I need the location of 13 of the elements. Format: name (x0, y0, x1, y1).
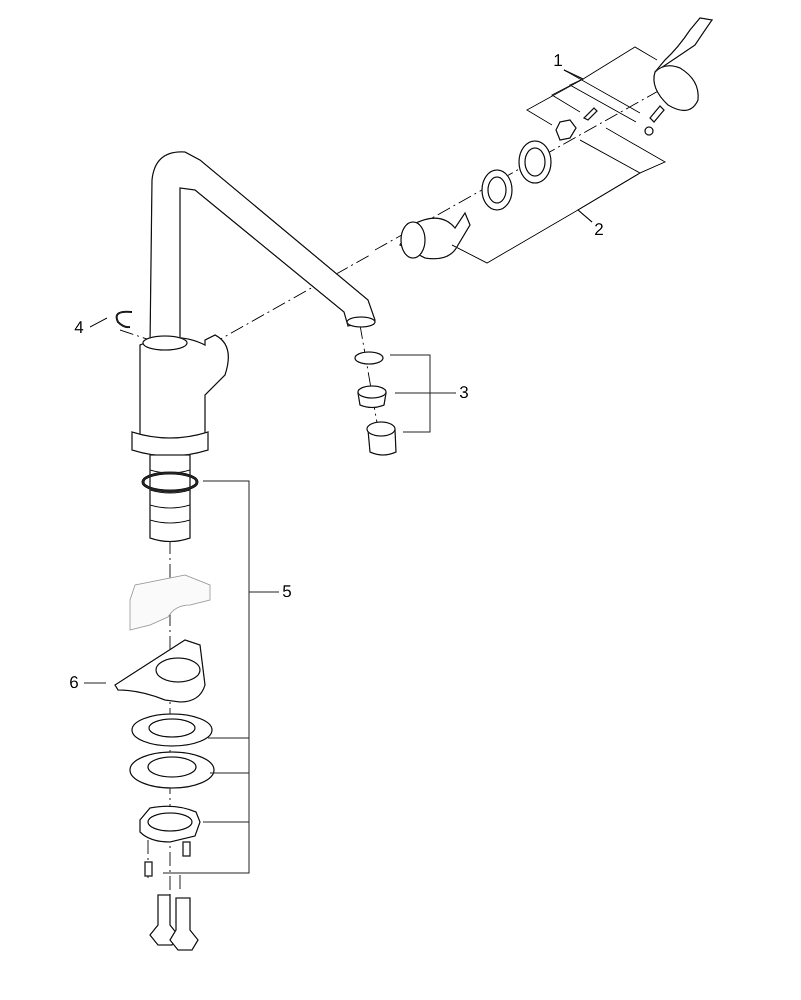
callout-number: 2 (592, 220, 606, 240)
callout-number: 3 (457, 383, 471, 403)
leader-line (526, 70, 584, 126)
leader-line (162, 592, 280, 874)
leader-line (577, 128, 666, 222)
callout-number: 4 (72, 318, 86, 338)
leader-line (90, 318, 108, 328)
leader-line (564, 70, 640, 114)
callout-number: 1 (551, 51, 565, 71)
leader-line (84, 682, 106, 684)
callout-number: 6 (67, 673, 81, 693)
leader-line (402, 392, 456, 432)
callout-number: 5 (280, 582, 294, 602)
